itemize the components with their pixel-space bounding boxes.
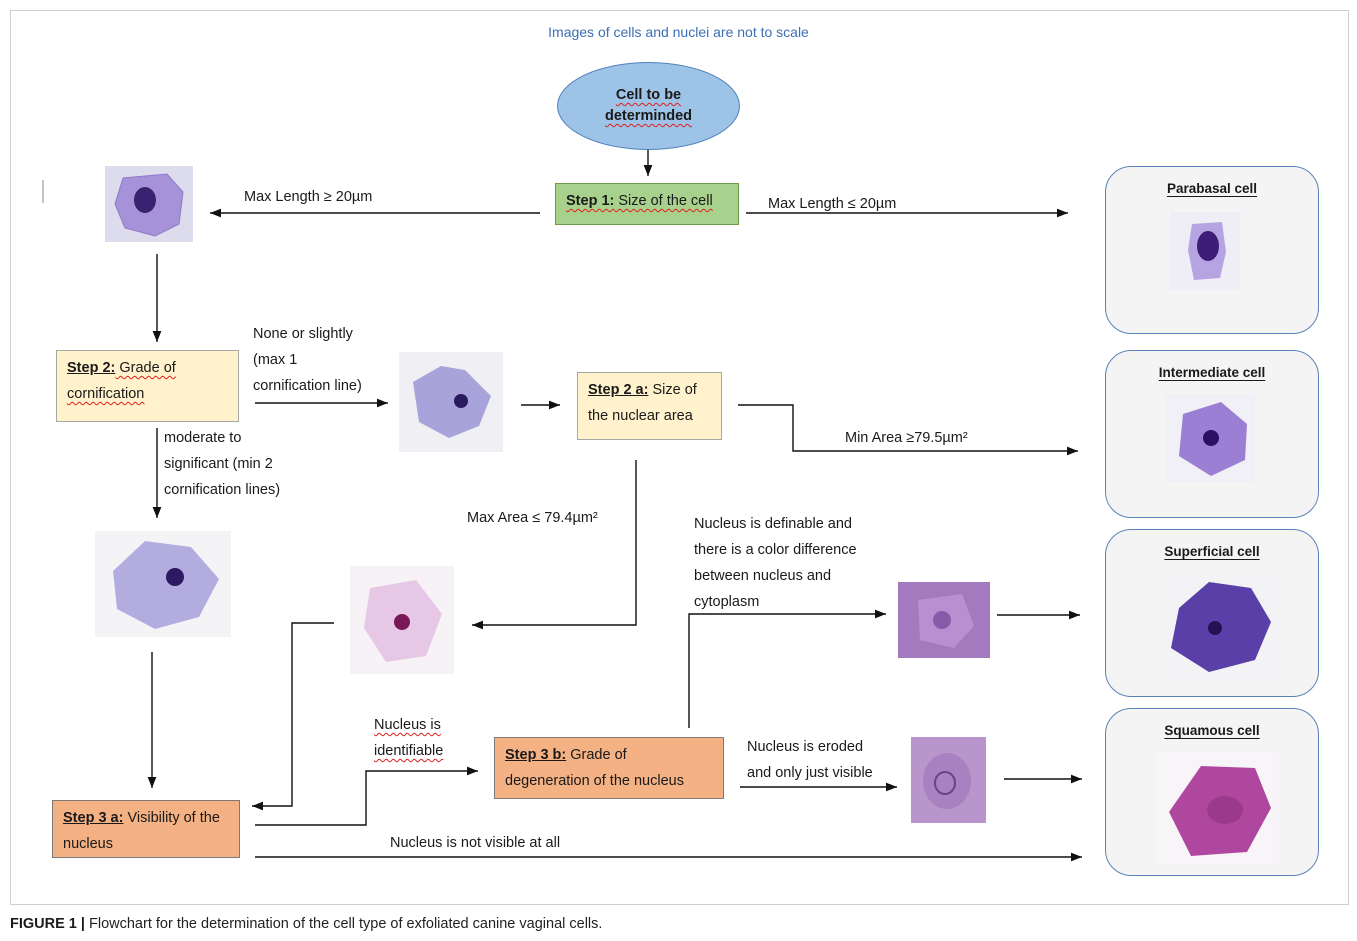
step2a-box: Step 2 a: Size of the nuclear area xyxy=(577,372,722,440)
cell-image-cornified xyxy=(95,531,231,637)
label-nucleus-eroded: Nucleus is eroded and only just visible xyxy=(747,739,873,781)
start-node-label: Cell to be determinded xyxy=(604,87,692,124)
label-moderate: moderate to significant (min 2 cornifica… xyxy=(164,430,281,498)
label-max-area: Max Area ≤ 79.4µm² xyxy=(467,510,598,526)
arrow-step2a-down xyxy=(472,460,637,630)
step2-label: Step 2: xyxy=(67,360,116,376)
cell-image-large xyxy=(105,166,193,242)
start-node: Cell to be determinded xyxy=(557,62,740,150)
label-max-length: Max Length ≥ 20µm xyxy=(244,189,373,205)
step2a-label: Step 2 a: xyxy=(588,382,649,398)
figure-frame xyxy=(10,10,1349,905)
step3b-text: Grade of degeneration of the nucleus xyxy=(505,747,684,789)
arrow-step3b-up xyxy=(688,609,886,728)
caption-text: Flowchart for the determination of the c… xyxy=(84,916,603,932)
arrow-step3a-step3b xyxy=(255,766,478,826)
result-parabasal-title: Parabasal cell xyxy=(1166,181,1258,196)
step3a-label: Step 3 a: xyxy=(63,810,124,826)
step1-text: Size of the cell xyxy=(614,193,713,209)
step2-box: Step 2: Grade of cornification xyxy=(56,350,239,422)
cell-image-superficial xyxy=(1155,574,1285,680)
cell-image-definable xyxy=(898,582,990,658)
cell-image-noncornified xyxy=(399,352,503,452)
step1-box: Step 1: Size of the cell xyxy=(555,183,739,225)
step3b-label: Step 3 b: xyxy=(505,747,567,763)
step3a-box: Step 3 a: Visibility of the nucleus xyxy=(52,800,240,858)
label-nucleus-identifiable: Nucleus is identifiable xyxy=(374,717,444,759)
result-parabasal-panel: Parabasal cell xyxy=(1105,166,1319,334)
step2a-text: Size of the nuclear area xyxy=(588,382,697,424)
cell-image-intermediate xyxy=(1165,394,1255,482)
cell-image-eroded xyxy=(911,737,986,823)
cell-image-squamous xyxy=(1155,752,1279,864)
cell-image-parabasal xyxy=(1170,212,1240,290)
label-nucleus-definable: Nucleus is definable and there is a colo… xyxy=(694,516,857,610)
arrow-pinkcell-step3a xyxy=(252,622,334,811)
arrow-step2a-intermediate xyxy=(738,404,1078,456)
step3a-text: Visibility of the nucleus xyxy=(63,810,220,852)
caption-label: FIGURE 1 | xyxy=(10,916,85,932)
label-max-length-le: Max Length ≤ 20µm xyxy=(768,196,897,212)
step2-text: Grade of cornification xyxy=(67,360,176,402)
cell-image-pink xyxy=(350,566,454,674)
label-none-slightly: None or slightly (max 1 cornification li… xyxy=(253,326,362,394)
result-squamous-title: Squamous cell xyxy=(1164,723,1260,738)
figure-caption: FIGURE 1 | Flowchart for the determinati… xyxy=(10,916,602,932)
step1-label: Step 1: xyxy=(566,193,615,209)
result-intermediate-title: Intermediate cell xyxy=(1158,365,1266,380)
result-superficial-title: Superficial cell xyxy=(1164,544,1260,559)
label-min-area: Min Area ≥79.5µm² xyxy=(845,430,968,446)
scale-note: Images of cells and nuclei are not to sc… xyxy=(548,24,809,40)
label-nucleus-not-visible: Nucleus is not visible at all xyxy=(390,835,561,851)
step3b-box: Step 3 b: Grade of degeneration of the n… xyxy=(494,737,724,799)
